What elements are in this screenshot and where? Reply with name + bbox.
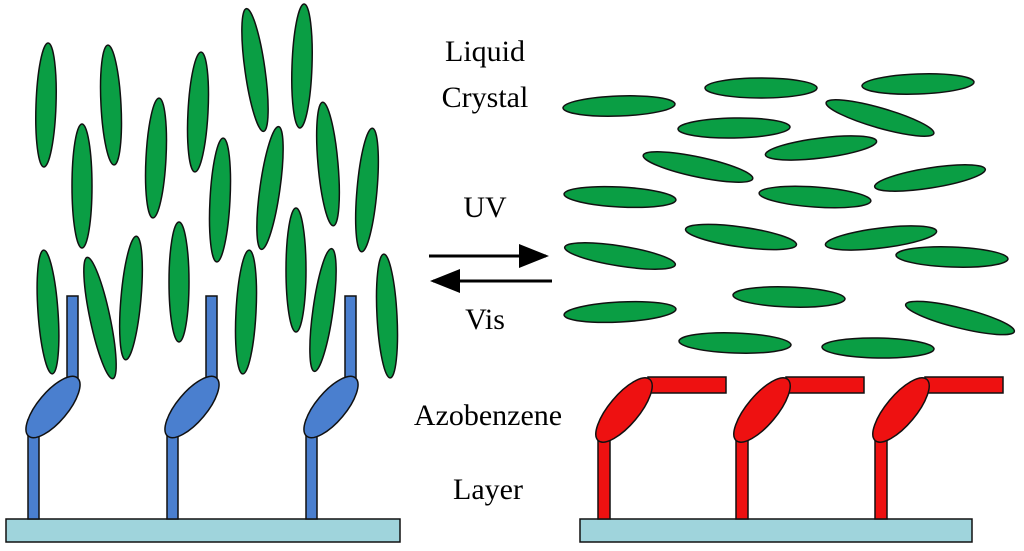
lc-molecule — [684, 223, 798, 251]
left-azobenzene-trans-group — [25, 295, 359, 520]
lc-molecule — [354, 127, 380, 253]
lc-molecule — [375, 253, 399, 379]
left-liquid-crystal-group — [35, 3, 399, 380]
lc-molecule — [256, 125, 284, 251]
right-liquid-crystal-group — [562, 73, 1016, 359]
azobenzene-trans-molecule — [303, 295, 359, 520]
azobenzene-cis-molecule — [595, 376, 727, 520]
lc-molecule — [825, 99, 935, 137]
lc-molecule — [118, 235, 144, 361]
label-vis: Vis — [465, 303, 505, 336]
azobenzene-cis-molecule — [872, 376, 1004, 520]
left-substrate — [5, 518, 401, 543]
lc-molecule — [35, 42, 57, 168]
lc-molecule — [563, 300, 677, 324]
lc-molecule — [677, 117, 791, 139]
lc-molecule — [285, 207, 307, 333]
azobenzene-cis-molecule — [733, 376, 865, 520]
lc-molecule — [315, 101, 341, 227]
lc-molecule — [563, 185, 677, 209]
right-substrate — [579, 518, 973, 543]
lc-molecule — [704, 77, 818, 99]
lc-molecule — [562, 95, 676, 117]
lc-molecule — [821, 337, 935, 359]
label-liquid-crystal-line2: Crystal — [441, 81, 529, 114]
azobenzene-trans-molecule — [164, 295, 220, 520]
lc-molecule — [861, 73, 975, 95]
lc-molecule — [895, 246, 1009, 268]
lc-molecule — [758, 185, 872, 209]
lc-molecule — [764, 135, 878, 161]
lc-molecule — [168, 221, 190, 343]
lc-molecule — [99, 44, 123, 166]
lc-molecule — [291, 3, 313, 129]
lc-molecule — [241, 7, 269, 133]
lc-molecule — [678, 332, 792, 354]
lc-molecule — [208, 137, 232, 263]
label-azobenzene: Azobenzene — [413, 399, 563, 432]
lc-molecule — [732, 286, 846, 308]
lc-molecule — [234, 249, 258, 375]
lc-molecule — [309, 247, 337, 373]
lc-molecule — [36, 249, 60, 375]
lc-molecule — [563, 242, 677, 270]
lc-molecule — [186, 51, 210, 173]
lc-molecule — [71, 123, 93, 249]
right-azobenzene-cis-group — [595, 376, 1004, 520]
lc-molecule — [83, 256, 117, 380]
lc-molecule — [873, 164, 987, 192]
lc-molecule — [144, 97, 168, 219]
lc-molecule — [642, 151, 754, 183]
lc-molecule — [904, 300, 1016, 336]
lc-molecule — [824, 225, 938, 251]
label-uv: UV — [463, 191, 507, 224]
label-layer: Layer — [453, 473, 523, 506]
azobenzene-trans-molecule — [25, 295, 81, 520]
label-liquid-crystal-line1: Liquid — [445, 35, 525, 68]
